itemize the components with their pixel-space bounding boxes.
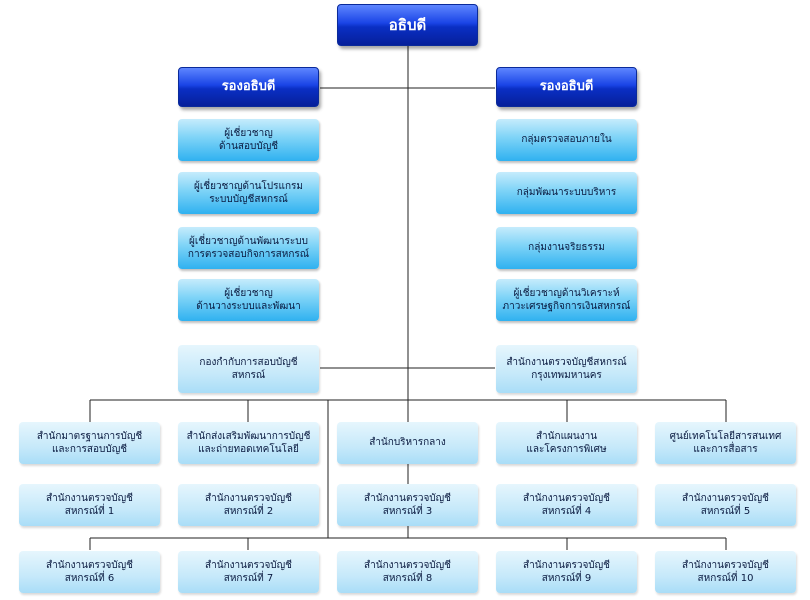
bureau-box: สำนักมาตรฐานการบัญชี และการสอบบัญชี bbox=[19, 422, 160, 464]
director-general-box: อธิบดี bbox=[337, 4, 478, 46]
right-unit-box: ผู้เชี่ยวชาญด้านวิเคราะห์ ภาวะเศรษฐกิจกา… bbox=[496, 279, 637, 321]
left-expert-box: ผู้เชี่ยวชาญด้านพัฒนาระบบ การตรวจสอบกิจก… bbox=[178, 227, 319, 269]
right-unit-box: กลุ่มตรวจสอบภายใน bbox=[496, 119, 637, 161]
regional-office-box: สำนักงานตรวจบัญชี สหกรณ์ที่ 4 bbox=[496, 484, 637, 526]
regional-office-box: สำนักงานตรวจบัญชี สหกรณ์ที่ 9 bbox=[496, 551, 637, 593]
bureau-box: สำนักส่งเสริมพัฒนาการบัญชี และถ่ายทอดเทค… bbox=[178, 422, 319, 464]
deputy-left-box: รองอธิบดี bbox=[178, 67, 319, 107]
regional-office-box: สำนักงานตรวจบัญชี สหกรณ์ที่ 1 bbox=[19, 484, 160, 526]
regional-office-box: สำนักงานตรวจบัญชี สหกรณ์ที่ 5 bbox=[655, 484, 796, 526]
left-expert-box: ผู้เชี่ยวชาญด้านโปรแกรม ระบบบัญชีสหกรณ์ bbox=[178, 172, 319, 214]
regional-office-box: สำนักงานตรวจบัญชี สหกรณ์ที่ 2 bbox=[178, 484, 319, 526]
bureau-box: สำนักบริหารกลาง bbox=[337, 422, 478, 464]
regional-office-box: สำนักงานตรวจบัญชี สหกรณ์ที่ 6 bbox=[19, 551, 160, 593]
regional-office-box: สำนักงานตรวจบัญชี สหกรณ์ที่ 10 bbox=[655, 551, 796, 593]
right-unit-box: กลุ่มงานจริยธรรม bbox=[496, 227, 637, 269]
bureau-box: สำนักแผนงาน และโครงการพิเศษ bbox=[496, 422, 637, 464]
left-expert-box: ผู้เชี่ยวชาญ ด้านวางระบบและพัฒนา bbox=[178, 279, 319, 321]
regional-office-box: สำนักงานตรวจบัญชี สหกรณ์ที่ 8 bbox=[337, 551, 478, 593]
regional-office-box: สำนักงานตรวจบัญชี สหกรณ์ที่ 3 bbox=[337, 484, 478, 526]
deputy-right-box: รองอธิบดี bbox=[496, 67, 637, 107]
bangkok-audit-office-box: สำนักงานตรวจบัญชีสหกรณ์ กรุงเทพมหานคร bbox=[496, 345, 637, 393]
left-expert-box: ผู้เชี่ยวชาญ ด้านสอบบัญชี bbox=[178, 119, 319, 161]
right-unit-box: กลุ่มพัฒนาระบบบริหาร bbox=[496, 172, 637, 214]
bureau-box: ศูนย์เทคโนโลยีสารสนเทศ และการสื่อสาร bbox=[655, 422, 796, 464]
regional-office-box: สำนักงานตรวจบัญชี สหกรณ์ที่ 7 bbox=[178, 551, 319, 593]
audit-supervision-division-box: กองกำกับการสอบบัญชี สหกรณ์ bbox=[178, 345, 319, 393]
